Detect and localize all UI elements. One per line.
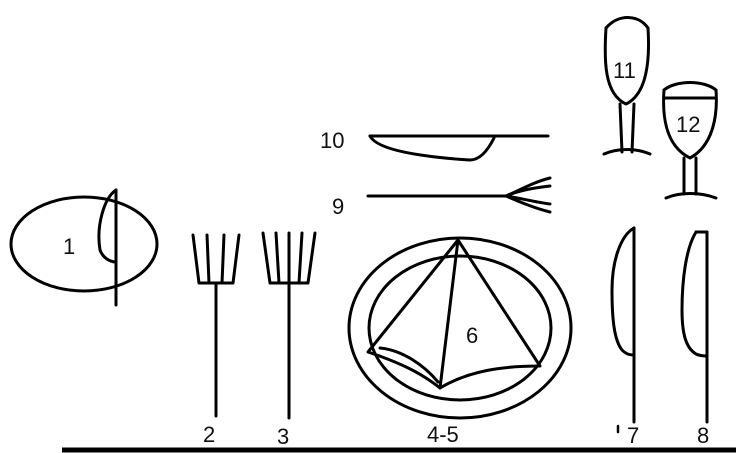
salad-fork bbox=[193, 235, 239, 416]
wine-glass-large bbox=[604, 18, 650, 155]
dinner-fork bbox=[263, 233, 315, 418]
dinner-knife bbox=[612, 228, 634, 422]
label-12: 12 bbox=[676, 114, 700, 136]
label-7: 7 bbox=[627, 425, 639, 447]
salad-knife bbox=[682, 232, 707, 422]
label-6: 6 bbox=[466, 325, 478, 347]
wine-glass-small bbox=[664, 83, 717, 199]
dessert-knife bbox=[370, 136, 548, 160]
label-2: 2 bbox=[203, 424, 215, 446]
label-4-5: 4-5 bbox=[427, 424, 459, 446]
label-9: 9 bbox=[332, 196, 344, 218]
label-10: 10 bbox=[320, 130, 344, 152]
napkin bbox=[368, 240, 540, 388]
bread-plate bbox=[11, 190, 157, 305]
label-11: 11 bbox=[613, 60, 636, 82]
label-8: 8 bbox=[697, 425, 709, 447]
plates bbox=[349, 238, 571, 418]
label-1: 1 bbox=[63, 236, 75, 258]
dessert-fork bbox=[368, 178, 550, 212]
label-3: 3 bbox=[277, 426, 289, 448]
